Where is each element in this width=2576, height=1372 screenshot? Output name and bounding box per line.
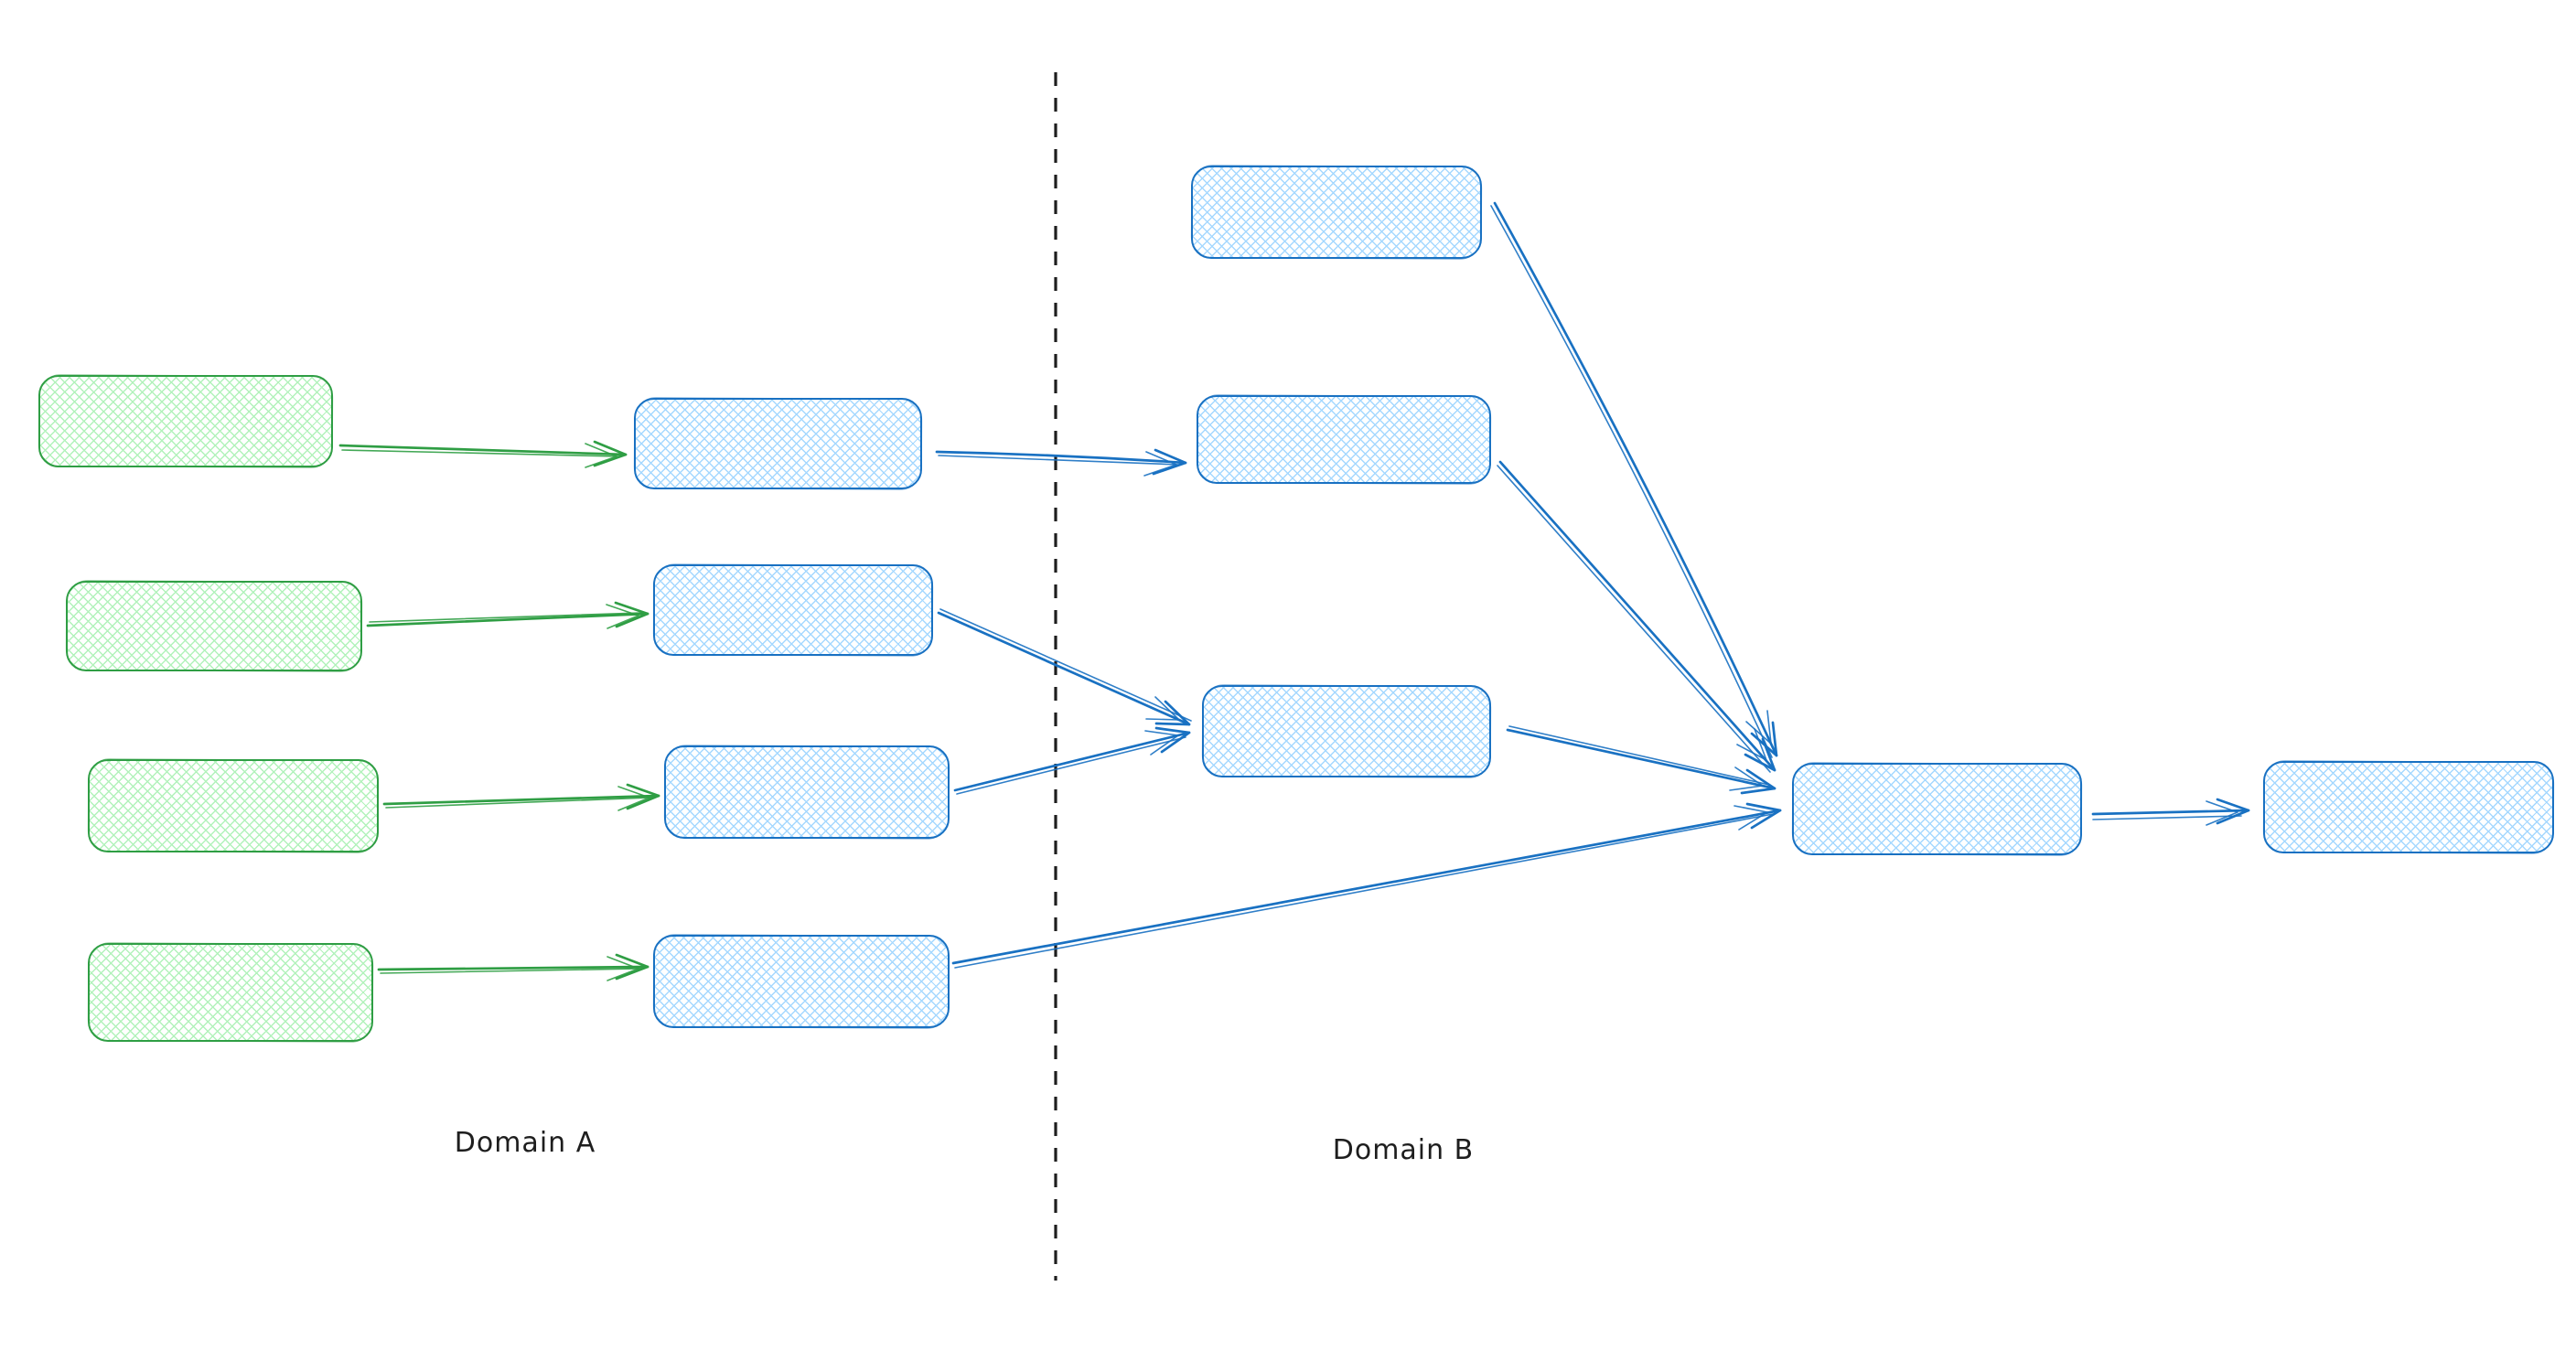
edge-aggregator-output <box>2091 798 2250 826</box>
edge-source4-processor4 <box>377 953 649 981</box>
domain-a-source-2 <box>66 581 362 671</box>
domain-b-stage-1 <box>1191 166 1482 259</box>
edge-processor2-stage3 <box>937 608 1192 726</box>
domain-b-output <box>2263 761 2554 853</box>
domain-b-stage-3 <box>1202 685 1491 777</box>
domain-a-label: Domain A <box>454 1127 596 1159</box>
edge-processor1-stage2 <box>935 448 1187 477</box>
domain-a-processor-1 <box>634 398 922 489</box>
edge-processor4-aggregator <box>951 802 1782 969</box>
domain-a-processor-2 <box>653 564 933 656</box>
edge-source2-processor2 <box>366 601 649 629</box>
edge-source3-processor3 <box>382 783 660 811</box>
domain-b-label: Domain B <box>1332 1134 1475 1166</box>
domain-a-processor-4 <box>653 935 950 1028</box>
domain-a-source-4 <box>88 943 373 1042</box>
domain-a-source-1 <box>38 375 333 467</box>
edge-processor3-stage3 <box>953 726 1191 795</box>
edge-stage2-aggregator <box>1497 460 1776 773</box>
domain-a-source-3 <box>88 759 379 852</box>
edge-stage1-aggregator <box>1490 201 1778 758</box>
domain-b-stage-2 <box>1197 395 1491 484</box>
edge-stage3-aggregator <box>1506 725 1776 795</box>
domain-b-aggregator <box>1792 763 2082 855</box>
domain-a-processor-3 <box>664 745 950 839</box>
edge-source1-processor1 <box>338 440 628 468</box>
